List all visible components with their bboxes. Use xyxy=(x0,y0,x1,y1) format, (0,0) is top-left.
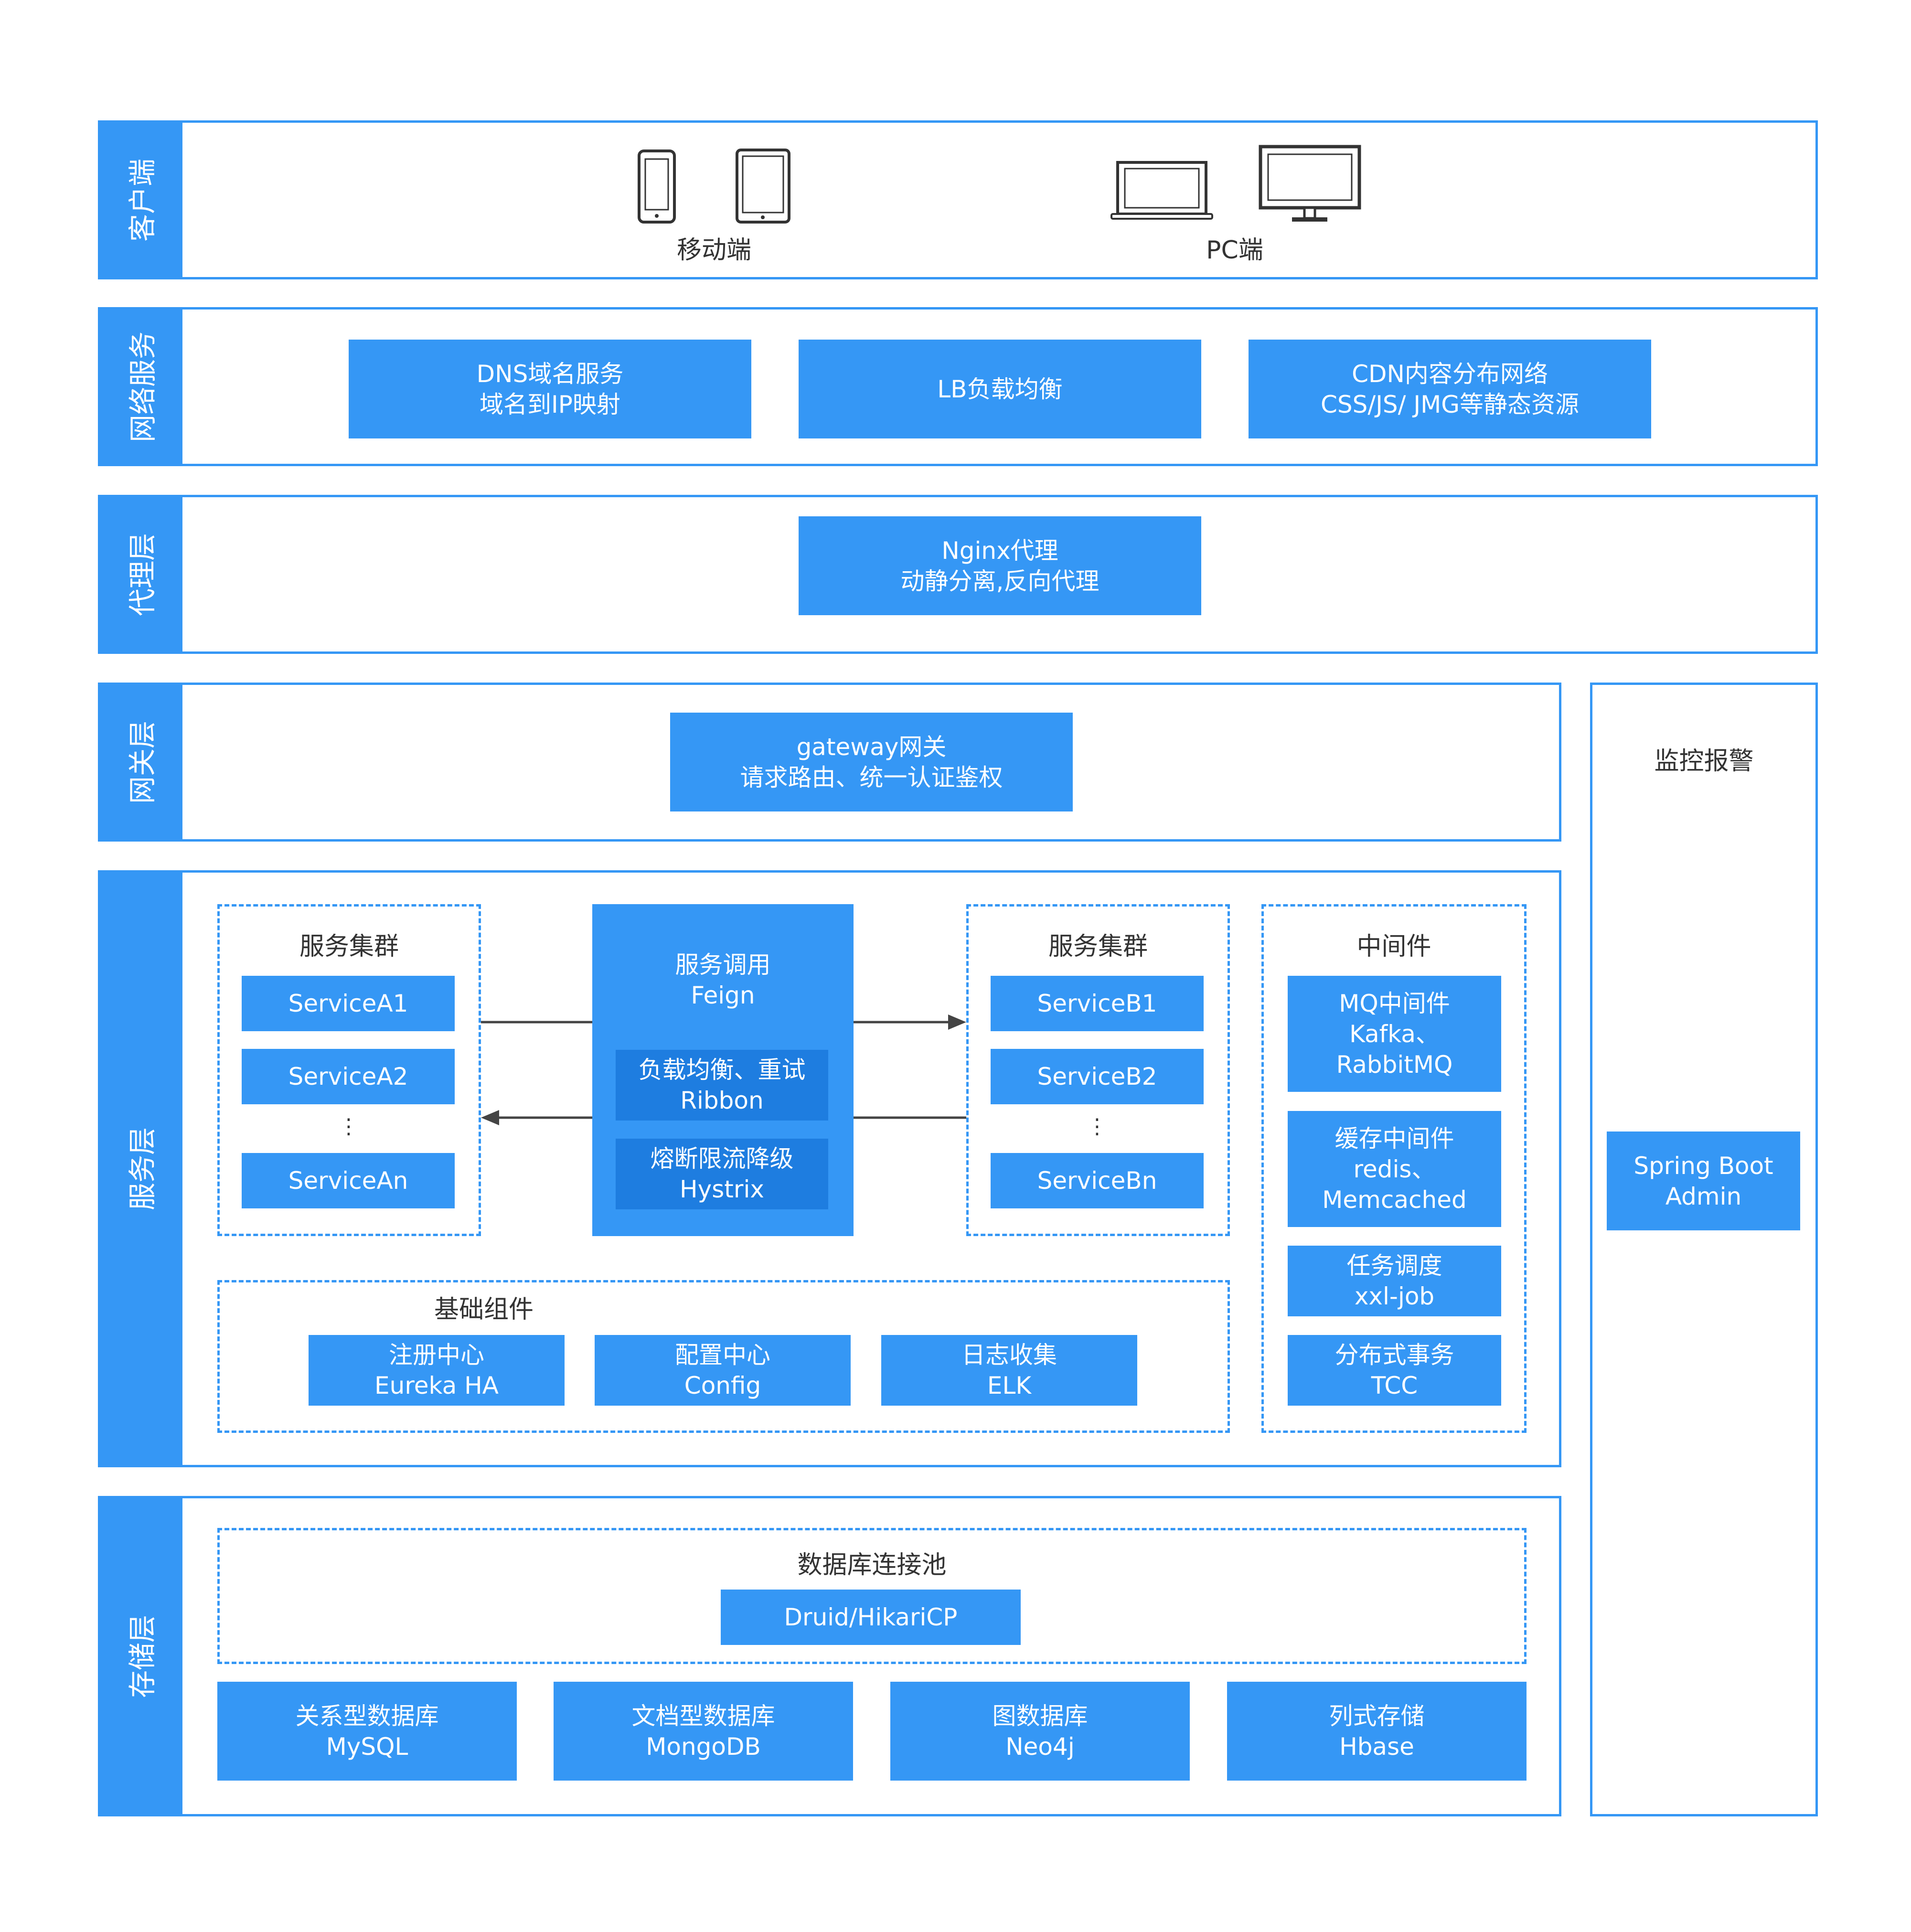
middleware-group xyxy=(1261,904,1527,1433)
base-components-title: 基础组件 xyxy=(434,1295,534,1324)
lb-box: LB负载均衡 xyxy=(799,340,1201,438)
gateway-layer-tab: 网关层 xyxy=(98,683,182,842)
phone-icon xyxy=(638,149,676,224)
connection-pool-title: 数据库连接池 xyxy=(797,1551,947,1580)
proxy-layer-tab: 代理层 xyxy=(98,495,182,654)
cluster-a-title: 服务集群 xyxy=(299,932,399,961)
spring-boot-admin-box: Spring Boot Admin xyxy=(1607,1131,1800,1230)
dns-box: DNS域名服务 域名到IP映射 xyxy=(349,340,751,438)
monitor-panel xyxy=(1590,683,1818,1816)
cdn-box: CDN内容分布网络 CSS/JS/ JMG等静态资源 xyxy=(1249,340,1651,438)
arrow-to-cluster-b-head xyxy=(948,1014,966,1030)
mysql-box: 关系型数据库 MySQL xyxy=(217,1682,517,1781)
druid-box: Druid/HikariCP xyxy=(721,1590,1021,1645)
client-layer xyxy=(98,120,1818,279)
client-layer-tab: 客户端 xyxy=(98,120,182,279)
connection-pool-group xyxy=(217,1528,1527,1664)
base-components-group xyxy=(217,1280,1230,1433)
mobile-label: 移动端 xyxy=(676,236,751,265)
service-cluster-a xyxy=(217,904,481,1236)
service-layer-tab: 服务层 xyxy=(98,870,182,1467)
registry-box: 注册中心 Eureka HA xyxy=(309,1335,565,1406)
pc-label: PC端 xyxy=(1206,236,1263,265)
cluster-b-title: 服务集群 xyxy=(1048,932,1148,961)
service-bn-box: ServiceBn xyxy=(991,1153,1204,1208)
network-layer-tab: 网络服务 xyxy=(98,307,182,466)
ribbon-box: 负载均衡、重试 Ribbon xyxy=(616,1050,828,1121)
mongodb-box: 文档型数据库 MongoDB xyxy=(554,1682,853,1781)
service-an-box: ServiceAn xyxy=(242,1153,455,1208)
service-b2-box: ServiceB2 xyxy=(991,1049,1204,1104)
hystrix-box: 熔断限流降级 Hystrix xyxy=(616,1139,828,1209)
transaction-box: 分布式事务 TCC xyxy=(1288,1335,1501,1406)
storage-layer-tab: 存储层 xyxy=(98,1496,182,1816)
config-box: 配置中心 Config xyxy=(595,1335,851,1406)
service-a2-box: ServiceA2 xyxy=(242,1049,455,1104)
monitor-title: 监控报警 xyxy=(1654,747,1754,776)
tablet-icon xyxy=(736,149,790,224)
monitor-icon xyxy=(1259,145,1361,224)
laptop-icon xyxy=(1110,160,1213,222)
arrow-to-cluster-a-head xyxy=(481,1110,499,1125)
service-cluster-b xyxy=(966,904,1230,1236)
hbase-box: 列式存储 Hbase xyxy=(1227,1682,1527,1781)
job-box: 任务调度 xxl-job xyxy=(1288,1246,1501,1316)
mq-box: MQ中间件 Kafka、 RabbitMQ xyxy=(1288,976,1501,1092)
neo4j-box: 图数据库 Neo4j xyxy=(890,1682,1190,1781)
log-box: 日志收集 ELK xyxy=(881,1335,1137,1406)
middleware-title: 中间件 xyxy=(1356,932,1431,961)
service-b1-box: ServiceB1 xyxy=(991,976,1204,1031)
nginx-box: Nginx代理 动静分离,反向代理 xyxy=(799,516,1201,615)
service-a1-box: ServiceA1 xyxy=(242,976,455,1031)
cache-box: 缓存中间件 redis、 Memcached xyxy=(1288,1111,1501,1227)
gateway-box: gateway网关 请求路由、统一认证鉴权 xyxy=(670,713,1073,811)
